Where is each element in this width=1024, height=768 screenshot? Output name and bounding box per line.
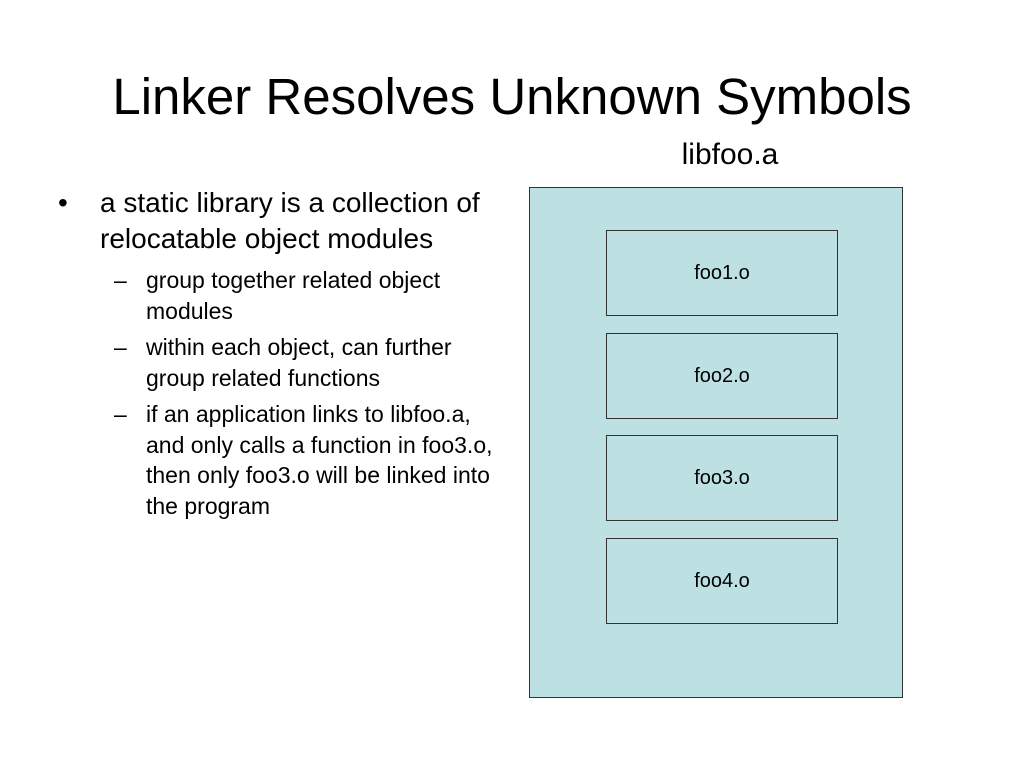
slide-title: Linker Resolves Unknown Symbols <box>112 68 912 125</box>
sub-bullet-item: – group together related object modules <box>114 265 508 326</box>
dash-icon: – <box>114 334 127 360</box>
module-box-foo1: foo1.o <box>606 230 838 316</box>
library-label: libfoo.a <box>681 138 779 171</box>
sub-bullet-text: group together related object modules <box>146 267 441 324</box>
sub-bullet-item: – if an application links to libfoo.a, a… <box>114 399 508 521</box>
bullet-text: a static library is a collection of relo… <box>100 187 480 254</box>
module-box-foo4: foo4.o <box>606 538 838 624</box>
sub-bullet-text: within each object, can further group re… <box>146 334 452 391</box>
bullet-list: • a static library is a collection of re… <box>58 185 508 527</box>
dash-icon: – <box>114 267 127 293</box>
dash-icon: – <box>114 401 127 427</box>
bullet-item: • a static library is a collection of re… <box>58 185 508 257</box>
module-box-foo3: foo3.o <box>606 435 838 521</box>
sub-bullet-list: – group together related object modules … <box>58 265 508 521</box>
sub-bullet-text: if an application links to libfoo.a, and… <box>146 401 493 519</box>
sub-bullet-item: – within each object, can further group … <box>114 332 508 393</box>
module-box-foo2: foo2.o <box>606 333 838 419</box>
bullet-dot-icon: • <box>58 187 68 218</box>
library-box: foo1.o foo2.o foo3.o foo4.o <box>529 187 903 698</box>
